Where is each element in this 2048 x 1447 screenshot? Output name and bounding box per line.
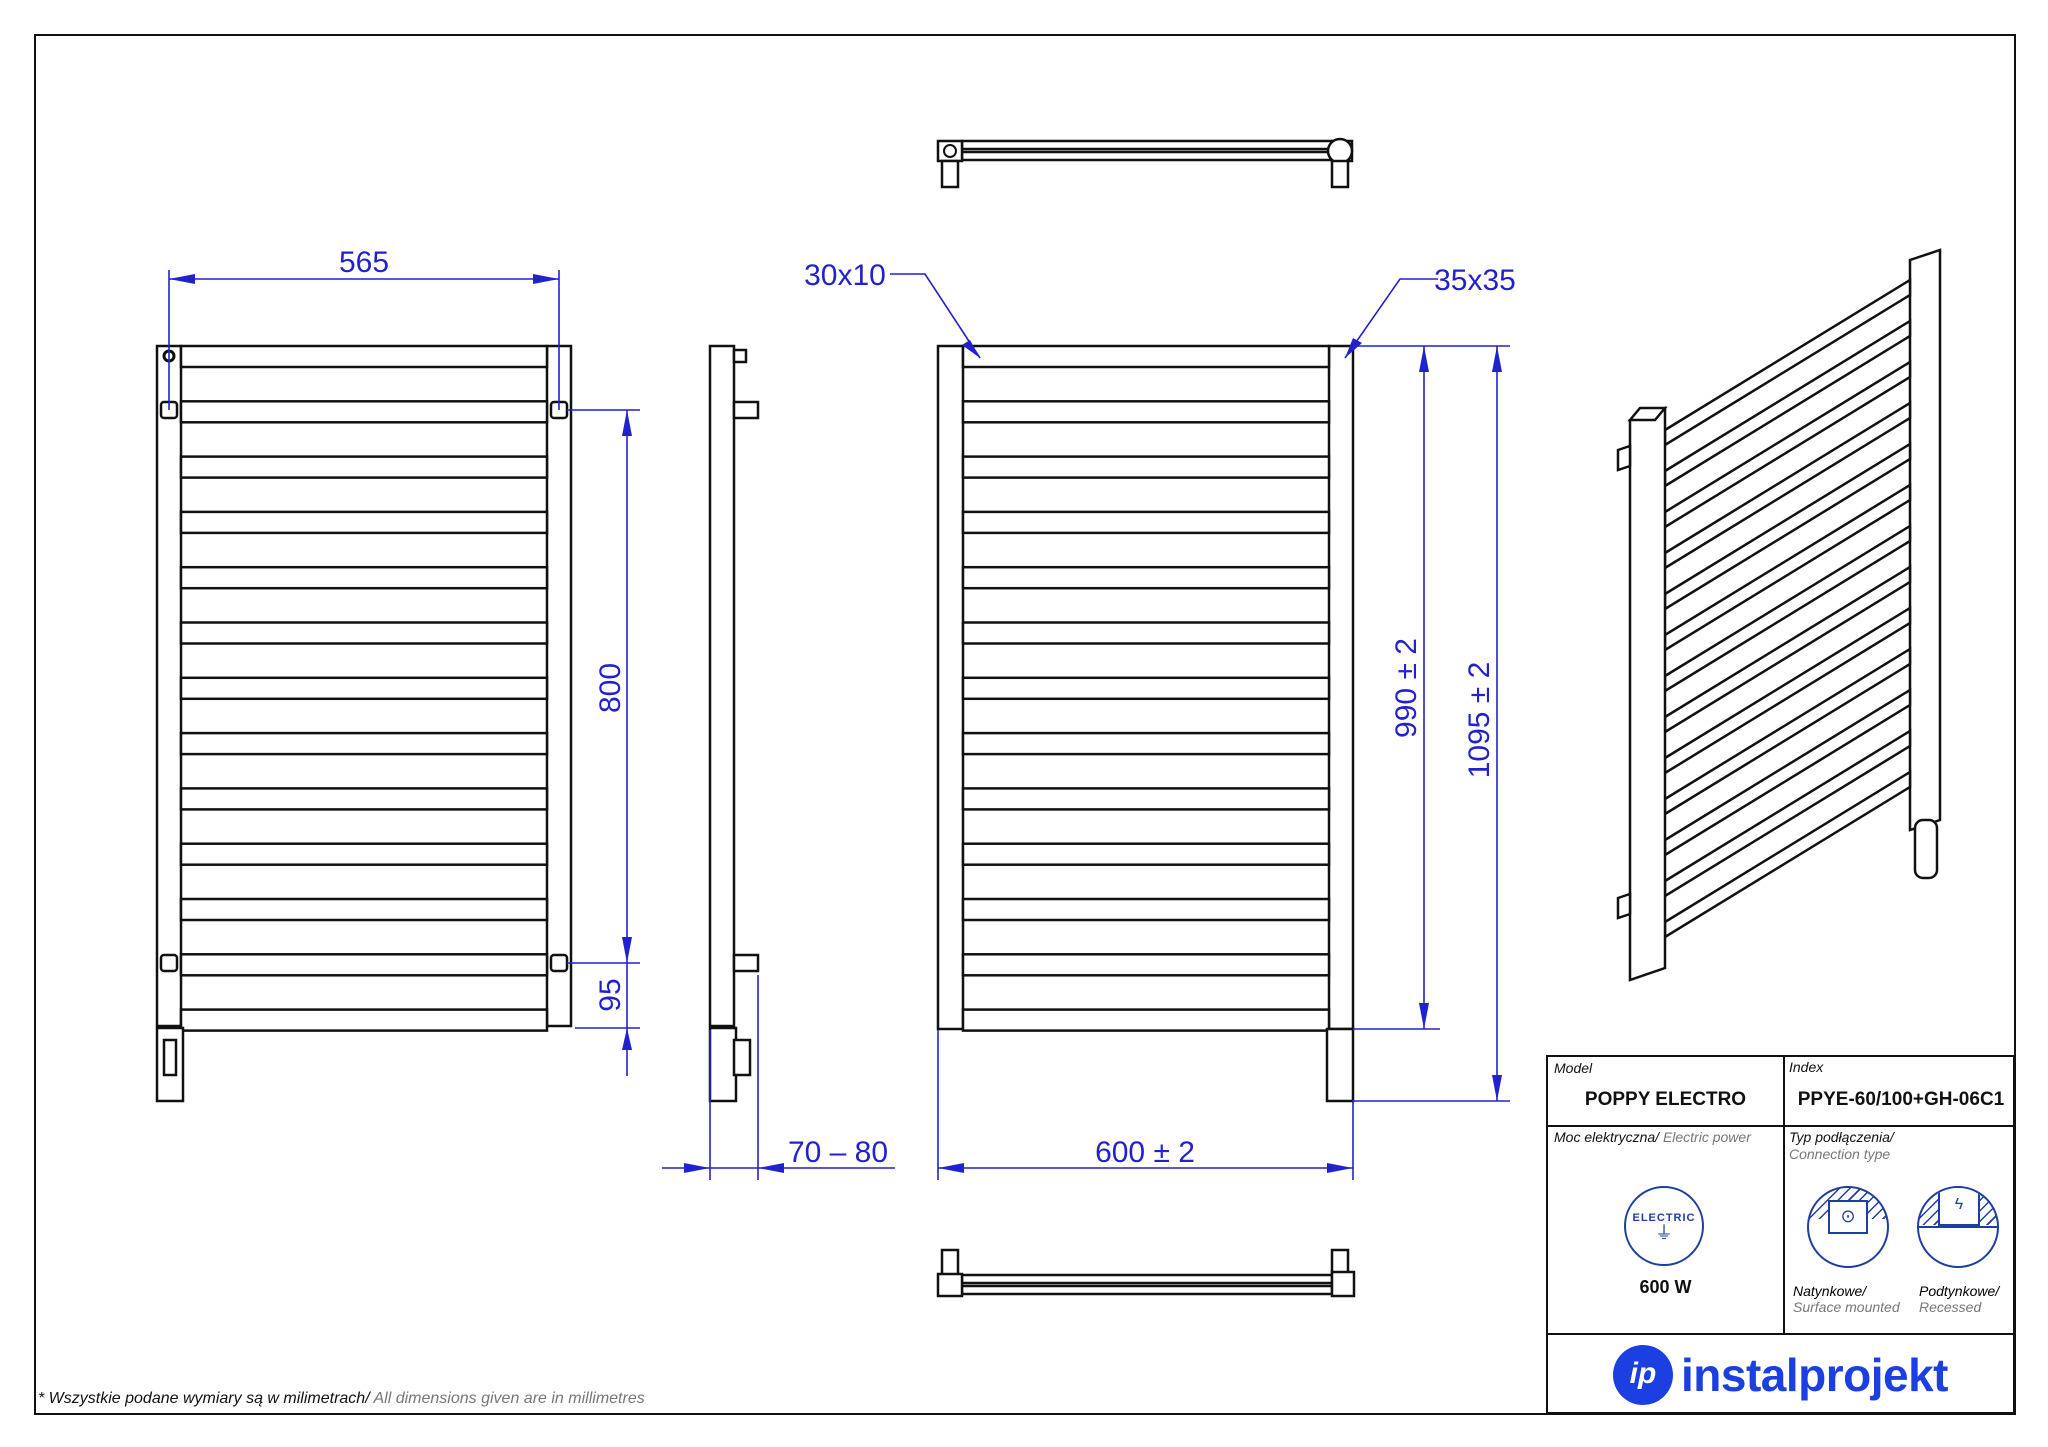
towel-bar xyxy=(1663,441,1912,612)
dim-height-1095: 1095 ± 2 xyxy=(1463,662,1496,779)
towel-bar xyxy=(1663,400,1912,571)
dim-width-565: 565 xyxy=(339,246,389,279)
dim-offset-95: 95 xyxy=(594,978,627,1011)
towel-bar xyxy=(1663,605,1912,776)
dim-width-600: 600 ± 2 xyxy=(1095,1136,1195,1169)
towel-bar xyxy=(961,344,1331,369)
brand-logo: ip instalprojekt xyxy=(1548,1337,2013,1412)
isometric-view xyxy=(1616,248,1942,982)
towel-bar xyxy=(179,1008,549,1032)
towel-bar xyxy=(1663,687,1912,858)
profile-label-30x10: 30x10 xyxy=(804,259,886,292)
towel-bar xyxy=(961,1008,1331,1032)
recessed-pl: Podtynkowe/ xyxy=(1919,1283,2000,1299)
towel-bar xyxy=(1663,728,1912,899)
mount-bracket xyxy=(159,953,179,973)
towel-bar xyxy=(1663,646,1912,817)
towel-bar xyxy=(961,510,1331,535)
towel-bar xyxy=(961,676,1331,701)
towel-bar xyxy=(179,400,549,424)
dim-height-800: 800 xyxy=(594,663,627,713)
dim-depth: 70 – 80 xyxy=(788,1136,888,1169)
mount-bracket xyxy=(549,953,569,973)
front-view xyxy=(936,344,1355,1103)
side-view xyxy=(708,344,760,1103)
towel-bar xyxy=(1663,359,1912,530)
towel-bar xyxy=(1663,482,1912,653)
towel-bar xyxy=(961,731,1331,756)
surface-mounted-pl: Natynkowe/ xyxy=(1793,1283,1867,1299)
surface-mounted-socket-icon: ⊙ xyxy=(1807,1186,1889,1268)
drawing-frame xyxy=(34,34,2016,1415)
towel-bar xyxy=(179,565,549,590)
electric-plug-icon: ELECTRIC ⏚ xyxy=(1624,1186,1704,1266)
towel-bar xyxy=(961,842,1331,866)
towel-bar xyxy=(179,621,549,645)
bottom-view xyxy=(936,1248,1356,1298)
dim-height-990: 990 ± 2 xyxy=(1390,638,1423,738)
towel-bar xyxy=(179,676,549,701)
front-view-with-mounts xyxy=(155,344,573,1103)
recessed-socket-icon: ϟ xyxy=(1917,1186,1999,1268)
towel-bar xyxy=(961,953,1331,977)
towel-bar xyxy=(179,455,549,479)
profile-label-35x35: 35x35 xyxy=(1434,264,1516,297)
towel-bar xyxy=(179,510,549,535)
towel-bar xyxy=(961,897,1331,922)
towel-bar xyxy=(961,787,1331,811)
surface-mounted-en: Surface mounted xyxy=(1793,1299,1900,1315)
towel-bar xyxy=(179,897,549,922)
model-label: Model xyxy=(1554,1060,1593,1076)
towel-bar xyxy=(1663,523,1912,694)
power-label-en: Electric power xyxy=(1662,1129,1751,1145)
towel-bar xyxy=(179,953,549,977)
index-value: PPYE-60/100+GH-06C1 xyxy=(1797,1089,2005,1110)
power-label-pl: Moc elektryczna/ xyxy=(1554,1129,1660,1145)
footnote: * Wszystkie podane wymiary są w milimetr… xyxy=(38,1390,645,1407)
recessed-en: Recessed xyxy=(1919,1299,1982,1315)
towel-bar xyxy=(1663,769,1912,940)
towel-bar xyxy=(961,400,1331,424)
towel-bar xyxy=(179,344,549,369)
index-label: Index xyxy=(1789,1059,1824,1075)
towel-bar xyxy=(179,842,549,866)
towel-bar xyxy=(179,787,549,811)
model-value: POPPY ELECTRO xyxy=(1584,1089,1747,1110)
towel-bar xyxy=(1663,318,1912,489)
title-block: Model POPPY ELECTRO Index PPYE-60/100+GH… xyxy=(1546,1055,2015,1414)
towel-bar xyxy=(179,731,549,756)
towel-bar xyxy=(1663,277,1912,448)
power-value: 600 W xyxy=(1639,1277,1692,1297)
connection-label-en: Connection type xyxy=(1789,1146,1891,1162)
towel-bar xyxy=(1663,564,1912,735)
towel-bar xyxy=(961,455,1331,479)
towel-bar xyxy=(961,565,1331,590)
towel-bar xyxy=(961,621,1331,645)
brand-logo-icon: ip xyxy=(1612,1344,1673,1405)
connection-label-pl: Typ podłączenia/ xyxy=(1789,1129,1894,1145)
top-view xyxy=(936,137,1354,189)
